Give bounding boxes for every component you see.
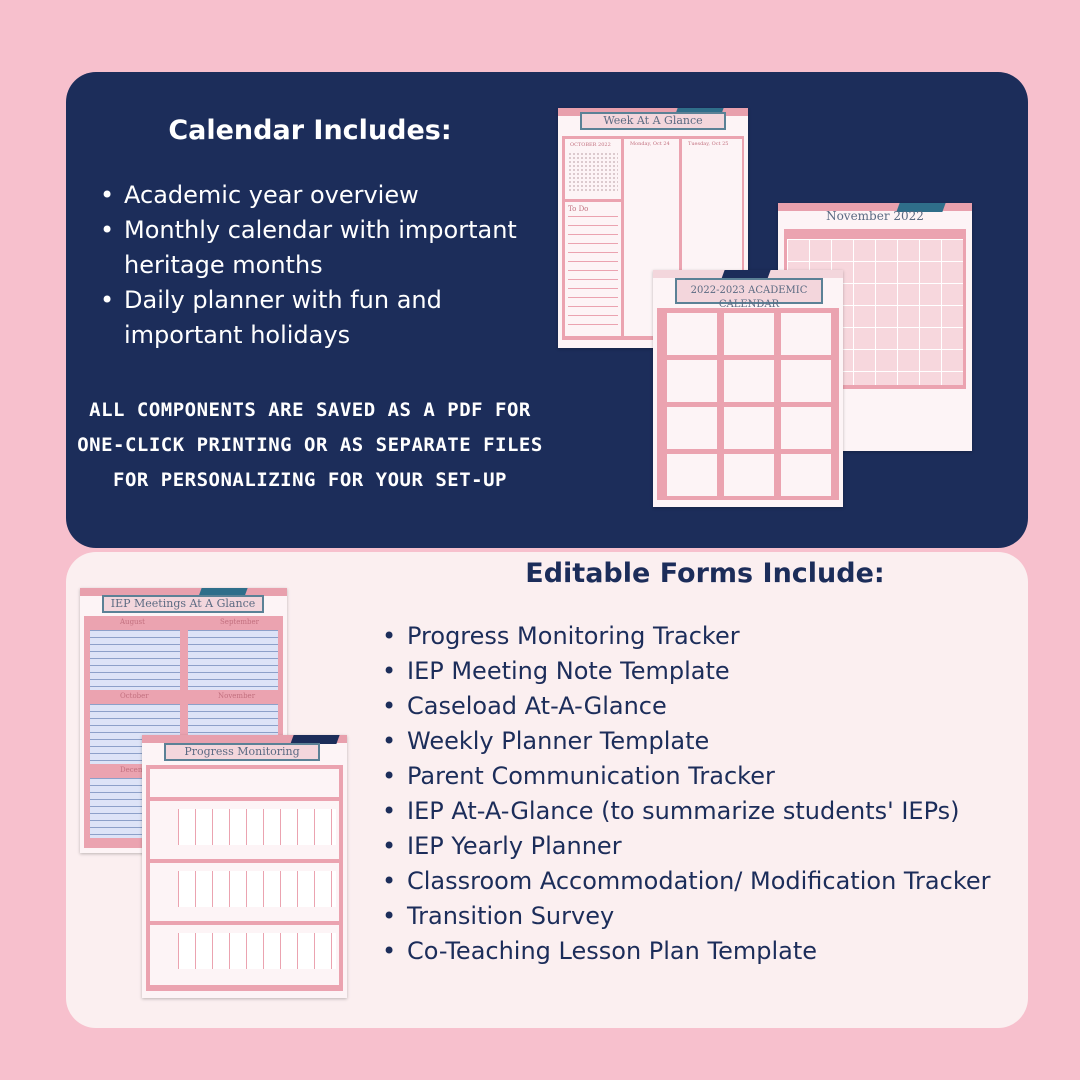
list-item: IEP Yearly Planner xyxy=(382,829,1022,864)
iep-month: December xyxy=(120,766,157,774)
list-item: Monthly calendar with important heritage… xyxy=(100,213,520,283)
iep-preview-title: IEP Meetings At A Glance xyxy=(102,595,264,613)
iep-month: September xyxy=(220,618,259,626)
academic-title: 2022-2023 ACADEMIC CALENDAR xyxy=(675,278,823,310)
list-item: Academic year overview xyxy=(100,178,520,213)
week-todo-label: To Do xyxy=(568,205,589,213)
list-item: Progress Monitoring Tracker xyxy=(382,619,1022,654)
academic-calendar-preview: 2022-2023 ACADEMIC CALENDAR xyxy=(653,270,843,507)
list-item: IEP At-A-Glance (to summarize students' … xyxy=(382,794,1022,829)
week-tuesday-label: Tuesday, Oct 25 xyxy=(688,141,729,147)
progress-monitoring-preview: Progress Monitoring xyxy=(142,735,347,998)
iep-month: November xyxy=(218,692,256,700)
list-item: Weekly Planner Template xyxy=(382,724,1022,759)
calendar-title: Calendar Includes: xyxy=(168,115,452,146)
week-at-a-glance-preview: Week At A Glance OCTOBER 2022 To Do Mond… xyxy=(558,108,748,348)
list-item: Transition Survey xyxy=(382,899,1022,934)
week-monday-label: Monday, Oct 24 xyxy=(630,141,670,147)
list-item: Parent Communication Tracker xyxy=(382,759,1022,794)
list-item: Daily planner with fun and important hol… xyxy=(100,283,520,353)
iep-month: October xyxy=(120,692,149,700)
forms-title: Editable Forms Include: xyxy=(525,558,885,589)
progress-preview-title: Progress Monitoring xyxy=(164,743,320,761)
iep-month: August xyxy=(120,618,145,626)
calendar-list: Academic year overview Monthly calendar … xyxy=(100,178,520,353)
list-item: Co-Teaching Lesson Plan Template xyxy=(382,934,1022,969)
list-item: Caseload At-A-Glance xyxy=(382,689,1022,724)
list-item: Classroom Accommodation/ Modification Tr… xyxy=(382,864,1022,899)
week-preview-title: Week At A Glance xyxy=(580,112,726,130)
forms-list: Progress Monitoring Tracker IEP Meeting … xyxy=(382,619,1022,969)
november-title: November 2022 xyxy=(826,209,924,223)
pdf-note: All components are saved as a PDF for on… xyxy=(77,399,543,491)
list-item: IEP Meeting Note Template xyxy=(382,654,1022,689)
week-month-label: OCTOBER 2022 xyxy=(570,142,611,148)
